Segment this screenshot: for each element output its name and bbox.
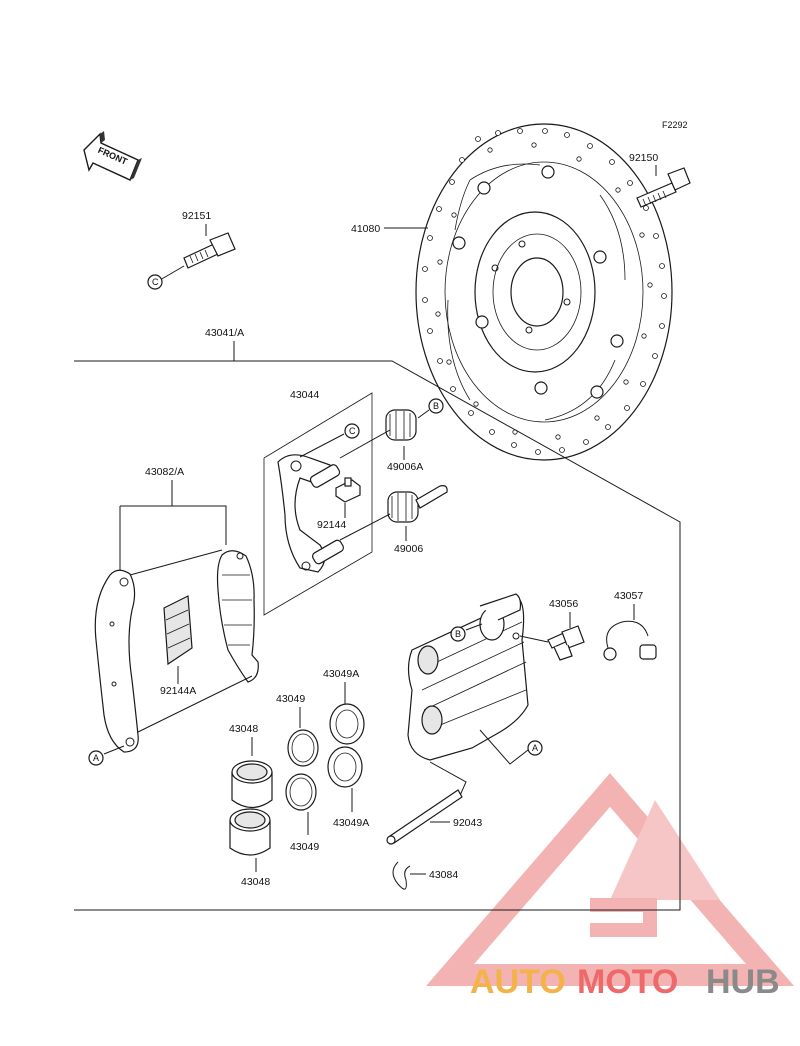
svg-text:B: B	[455, 629, 461, 639]
svg-text:C: C	[349, 426, 356, 436]
pad-pin-92043	[386, 789, 463, 845]
label-43049-upper: 43049	[276, 693, 305, 705]
label-43044: 43044	[290, 389, 319, 401]
svg-text:HUB: HUB	[706, 963, 780, 1001]
disc-vent-holes	[422, 128, 667, 455]
label-92043: 92043	[453, 817, 482, 829]
label-43049-lower: 43049	[290, 841, 319, 853]
ref-a-marker: A	[88, 750, 104, 766]
caliper-bracket	[277, 454, 344, 573]
disc-bolt-92150	[636, 167, 691, 208]
label-41080: 41080	[351, 223, 380, 235]
label-43041-a: 43041/A	[205, 327, 244, 339]
label-49006a: 49006A	[387, 461, 423, 473]
ref-b-marker: B	[428, 398, 444, 414]
svg-text:C: C	[152, 277, 159, 287]
diagram-code: F2292	[662, 120, 688, 130]
label-92150: 92150	[629, 152, 658, 164]
bleeder-cap-43057	[603, 620, 657, 661]
svg-text:B: B	[433, 401, 439, 411]
ref-a-marker-2: A	[527, 740, 543, 756]
label-92151: 92151	[182, 210, 211, 222]
boot-49006	[387, 485, 448, 523]
seal-43049-lower	[285, 773, 317, 811]
clip-43084	[392, 861, 411, 890]
svg-text:A: A	[532, 743, 538, 753]
label-43056: 43056	[549, 598, 578, 610]
label-49006: 49006	[394, 543, 423, 555]
bleeder-valve-43056	[547, 625, 585, 661]
label-43082-a: 43082/A	[145, 466, 184, 478]
watermark-triangle	[425, 773, 795, 986]
ref-c-marker-2: C	[344, 423, 360, 439]
label-92144a: 92144A	[160, 685, 196, 697]
brake-disc	[415, 123, 673, 461]
seal-43049a-upper	[329, 703, 365, 745]
ref-c-marker: C	[147, 274, 163, 290]
watermark-logo: AUTO MOTO HUB	[470, 963, 780, 1001]
piston-43048-lower	[229, 808, 271, 856]
brake-pad-inner	[216, 550, 259, 683]
label-43084: 43084	[429, 869, 458, 881]
label-43049a-lower: 43049A	[333, 817, 369, 829]
svg-text:A: A	[93, 753, 99, 763]
ref-b-marker-2: B	[450, 626, 466, 642]
svg-text:AUTO: AUTO	[470, 963, 566, 1001]
label-43057: 43057	[614, 590, 643, 602]
caliper-bolt-92151	[183, 232, 236, 269]
label-43048-lower: 43048	[241, 876, 270, 888]
label-43049a-upper: 43049A	[323, 668, 359, 680]
seal-43049-upper	[287, 729, 319, 767]
brake-pad-outer	[94, 569, 139, 753]
caliper-body	[407, 593, 529, 761]
pad-shim-92144a	[163, 595, 193, 666]
svg-text:MOTO: MOTO	[577, 963, 678, 1001]
front-arrow-icon: FRONT	[83, 131, 142, 181]
label-43048-upper: 43048	[229, 723, 258, 735]
clip-92144	[335, 477, 361, 503]
piston-43048-upper	[231, 760, 273, 809]
seal-43049a-lower	[327, 746, 363, 788]
label-92144: 92144	[317, 519, 346, 531]
boot-49006a	[385, 409, 417, 441]
assembly-frame	[74, 360, 681, 911]
